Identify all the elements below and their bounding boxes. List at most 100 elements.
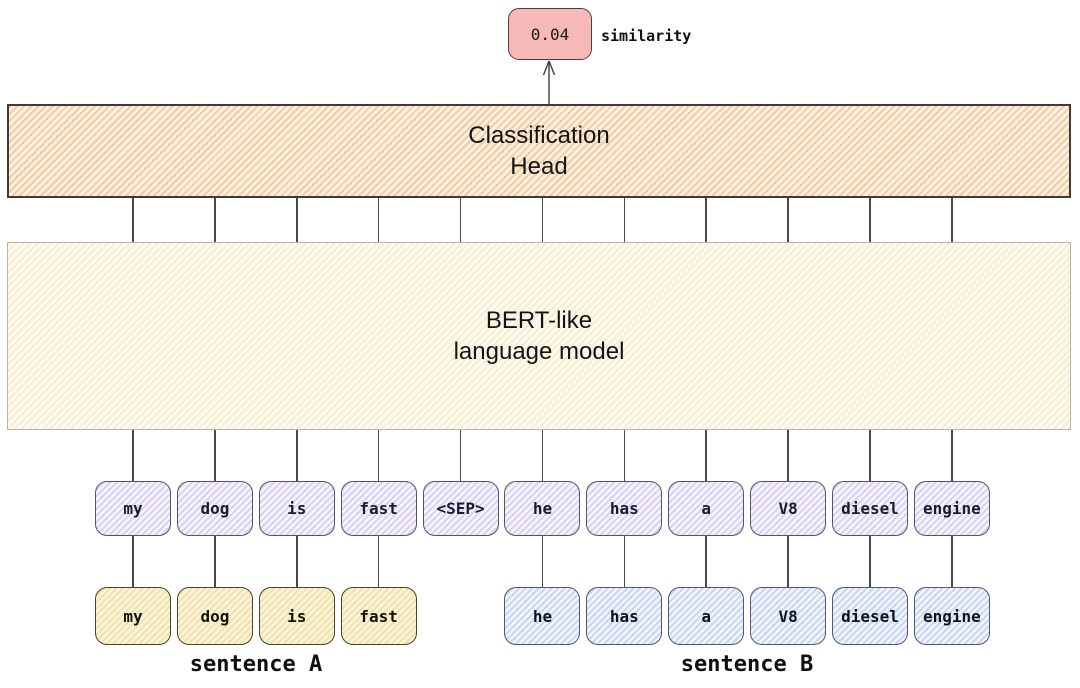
connector-cell [341,198,417,242]
token-box: diesel [832,481,909,536]
connector-cell [668,430,744,481]
connector-cell [95,536,171,587]
token-box: a [668,481,745,536]
connector-cell [423,430,499,481]
connector-cell [586,536,662,587]
sentence-b-label: sentence B [680,652,814,677]
connector-line [951,430,953,481]
token-cell: engine [913,481,990,536]
token-cell: has [586,481,663,536]
connector-line [705,430,707,481]
word-cell: diesel [832,587,909,645]
connector-line [623,430,626,481]
connector-cell [95,430,171,481]
connector-line [377,198,380,242]
connector-line [214,198,216,242]
classification-head-box: Classification Head [7,104,1071,198]
connector-line [705,198,707,242]
connector-cell [259,198,335,242]
token-cell: dog [176,481,253,536]
connector-cell [750,198,826,242]
word-cell [423,587,499,645]
sentence-a-word-box: my [95,587,171,645]
connector-cell [586,430,662,481]
token-box: my [95,481,171,536]
connector-cell [914,536,990,587]
sentence-b-word-box: a [668,587,745,645]
token-box: has [586,481,663,536]
connector-cell [914,430,990,481]
connector-cell [832,430,908,481]
connector-cell [586,198,662,242]
sentence-b-word-box: has [586,587,663,645]
word-cell: he [504,587,581,645]
token-cell: fast [340,481,417,536]
word-cell: a [668,587,745,645]
connector-cell [832,198,908,242]
connector-cell [341,536,417,587]
connector-cell [832,536,908,587]
token-box: dog [176,481,253,536]
sentence-a-word-box: is [258,587,335,645]
word-cell: is [258,587,335,645]
sentence-a-word-box: fast [340,587,417,645]
token-box: is [258,481,335,536]
connector-line [623,198,626,242]
word-cell: V8 [750,587,827,645]
connector-cell [423,198,499,242]
connector-cell [750,430,826,481]
sentence-b-word-box: diesel [832,587,909,645]
sentence-a-word-box: dog [176,587,253,645]
connector-line [541,536,544,587]
connector-cell [504,430,580,481]
token-cell: a [668,481,745,536]
similarity-score-box: 0.04 [508,8,592,60]
connector-line [459,198,462,242]
connector-line [869,198,871,242]
connector-line [214,536,216,587]
connector-cell [259,430,335,481]
connector-line [623,536,626,587]
connector-cell [177,536,253,587]
connector-cell [95,198,171,242]
connector-cell [259,536,335,587]
connector-cell [177,198,253,242]
language-model-label: BERT-like language model [453,307,625,365]
connector-line [132,198,134,242]
similarity-score-value: 0.04 [530,24,570,44]
connector-line [787,430,789,481]
token-box: fast [340,481,417,536]
token-box: V8 [750,481,827,536]
token-cell: V8 [750,481,827,536]
similarity-label: similarity [601,27,692,45]
connector-cell [750,536,826,587]
connector-line [541,430,544,481]
word-cell: has [586,587,663,645]
arrow-up-icon [542,60,556,105]
connector-line [377,430,380,481]
token-cell: <SEP> [422,481,499,536]
connector-cell [914,198,990,242]
language-model-box: BERT-like language model [7,242,1071,430]
token-box: <SEP> [422,481,499,536]
token-box: engine [913,481,990,536]
token-cell: diesel [832,481,909,536]
connector-line [296,198,298,242]
connector-line [541,198,544,242]
token-to-word-connectors [95,536,990,587]
connector-cell [668,198,744,242]
token-cell: he [504,481,581,536]
connector-cell [668,536,744,587]
connector-line [951,198,953,242]
connector-line [705,536,707,587]
token-cell: my [95,481,171,536]
connector-cell [177,430,253,481]
connector-line [132,430,134,481]
word-cell: my [95,587,171,645]
sentence-a-label: sentence A [189,652,323,677]
connector-line [869,430,871,481]
connector-cell [504,198,580,242]
